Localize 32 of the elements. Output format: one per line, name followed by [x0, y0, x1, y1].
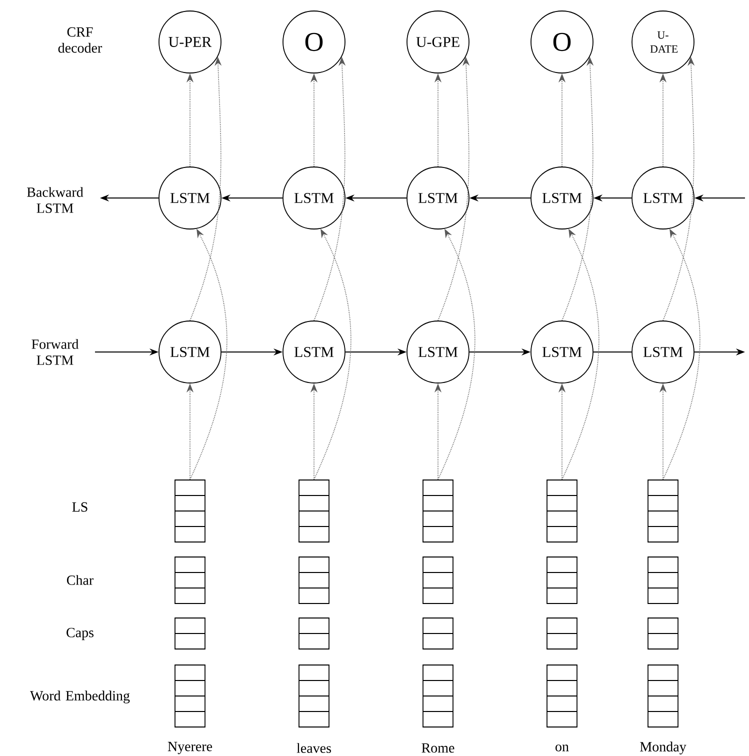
vector-stack: [546, 480, 578, 542]
vector-stack: [422, 664, 454, 728]
vector-stack: [174, 618, 206, 650]
vector-stack: [648, 664, 678, 728]
word-label: Nyerere: [168, 742, 212, 754]
vector-stack: [648, 480, 678, 542]
vector-stack: [174, 664, 206, 728]
row-label: LS: [72, 502, 88, 512]
word-label: Monday: [640, 742, 686, 754]
vector-stack: [546, 618, 578, 650]
row-label: Backward LSTM: [27, 187, 84, 213]
vector-stack: [422, 618, 454, 650]
vector-stack: [648, 618, 678, 650]
vector-stack: [546, 664, 578, 728]
word-label: Rome: [422, 743, 454, 753]
vector-stack: [298, 480, 330, 542]
vector-stack: [546, 556, 578, 604]
vector-stack: [422, 556, 454, 604]
vector-stack: [422, 480, 454, 542]
vector-stack: [298, 664, 330, 728]
row-label: Char: [66, 575, 94, 585]
vector-stack: [648, 556, 678, 604]
row-label: Caps: [66, 628, 94, 640]
word-label: leaves: [296, 743, 331, 753]
row-label: CRF decoder: [58, 27, 102, 53]
word-label: on: [556, 744, 569, 752]
row-label: Forward LSTM: [32, 339, 79, 365]
vector-stack: [174, 556, 206, 604]
vector-stack: [174, 480, 206, 542]
row-label: Word Embedding: [30, 690, 130, 704]
vector-stack: [298, 556, 330, 604]
vector-stack: [298, 618, 330, 650]
